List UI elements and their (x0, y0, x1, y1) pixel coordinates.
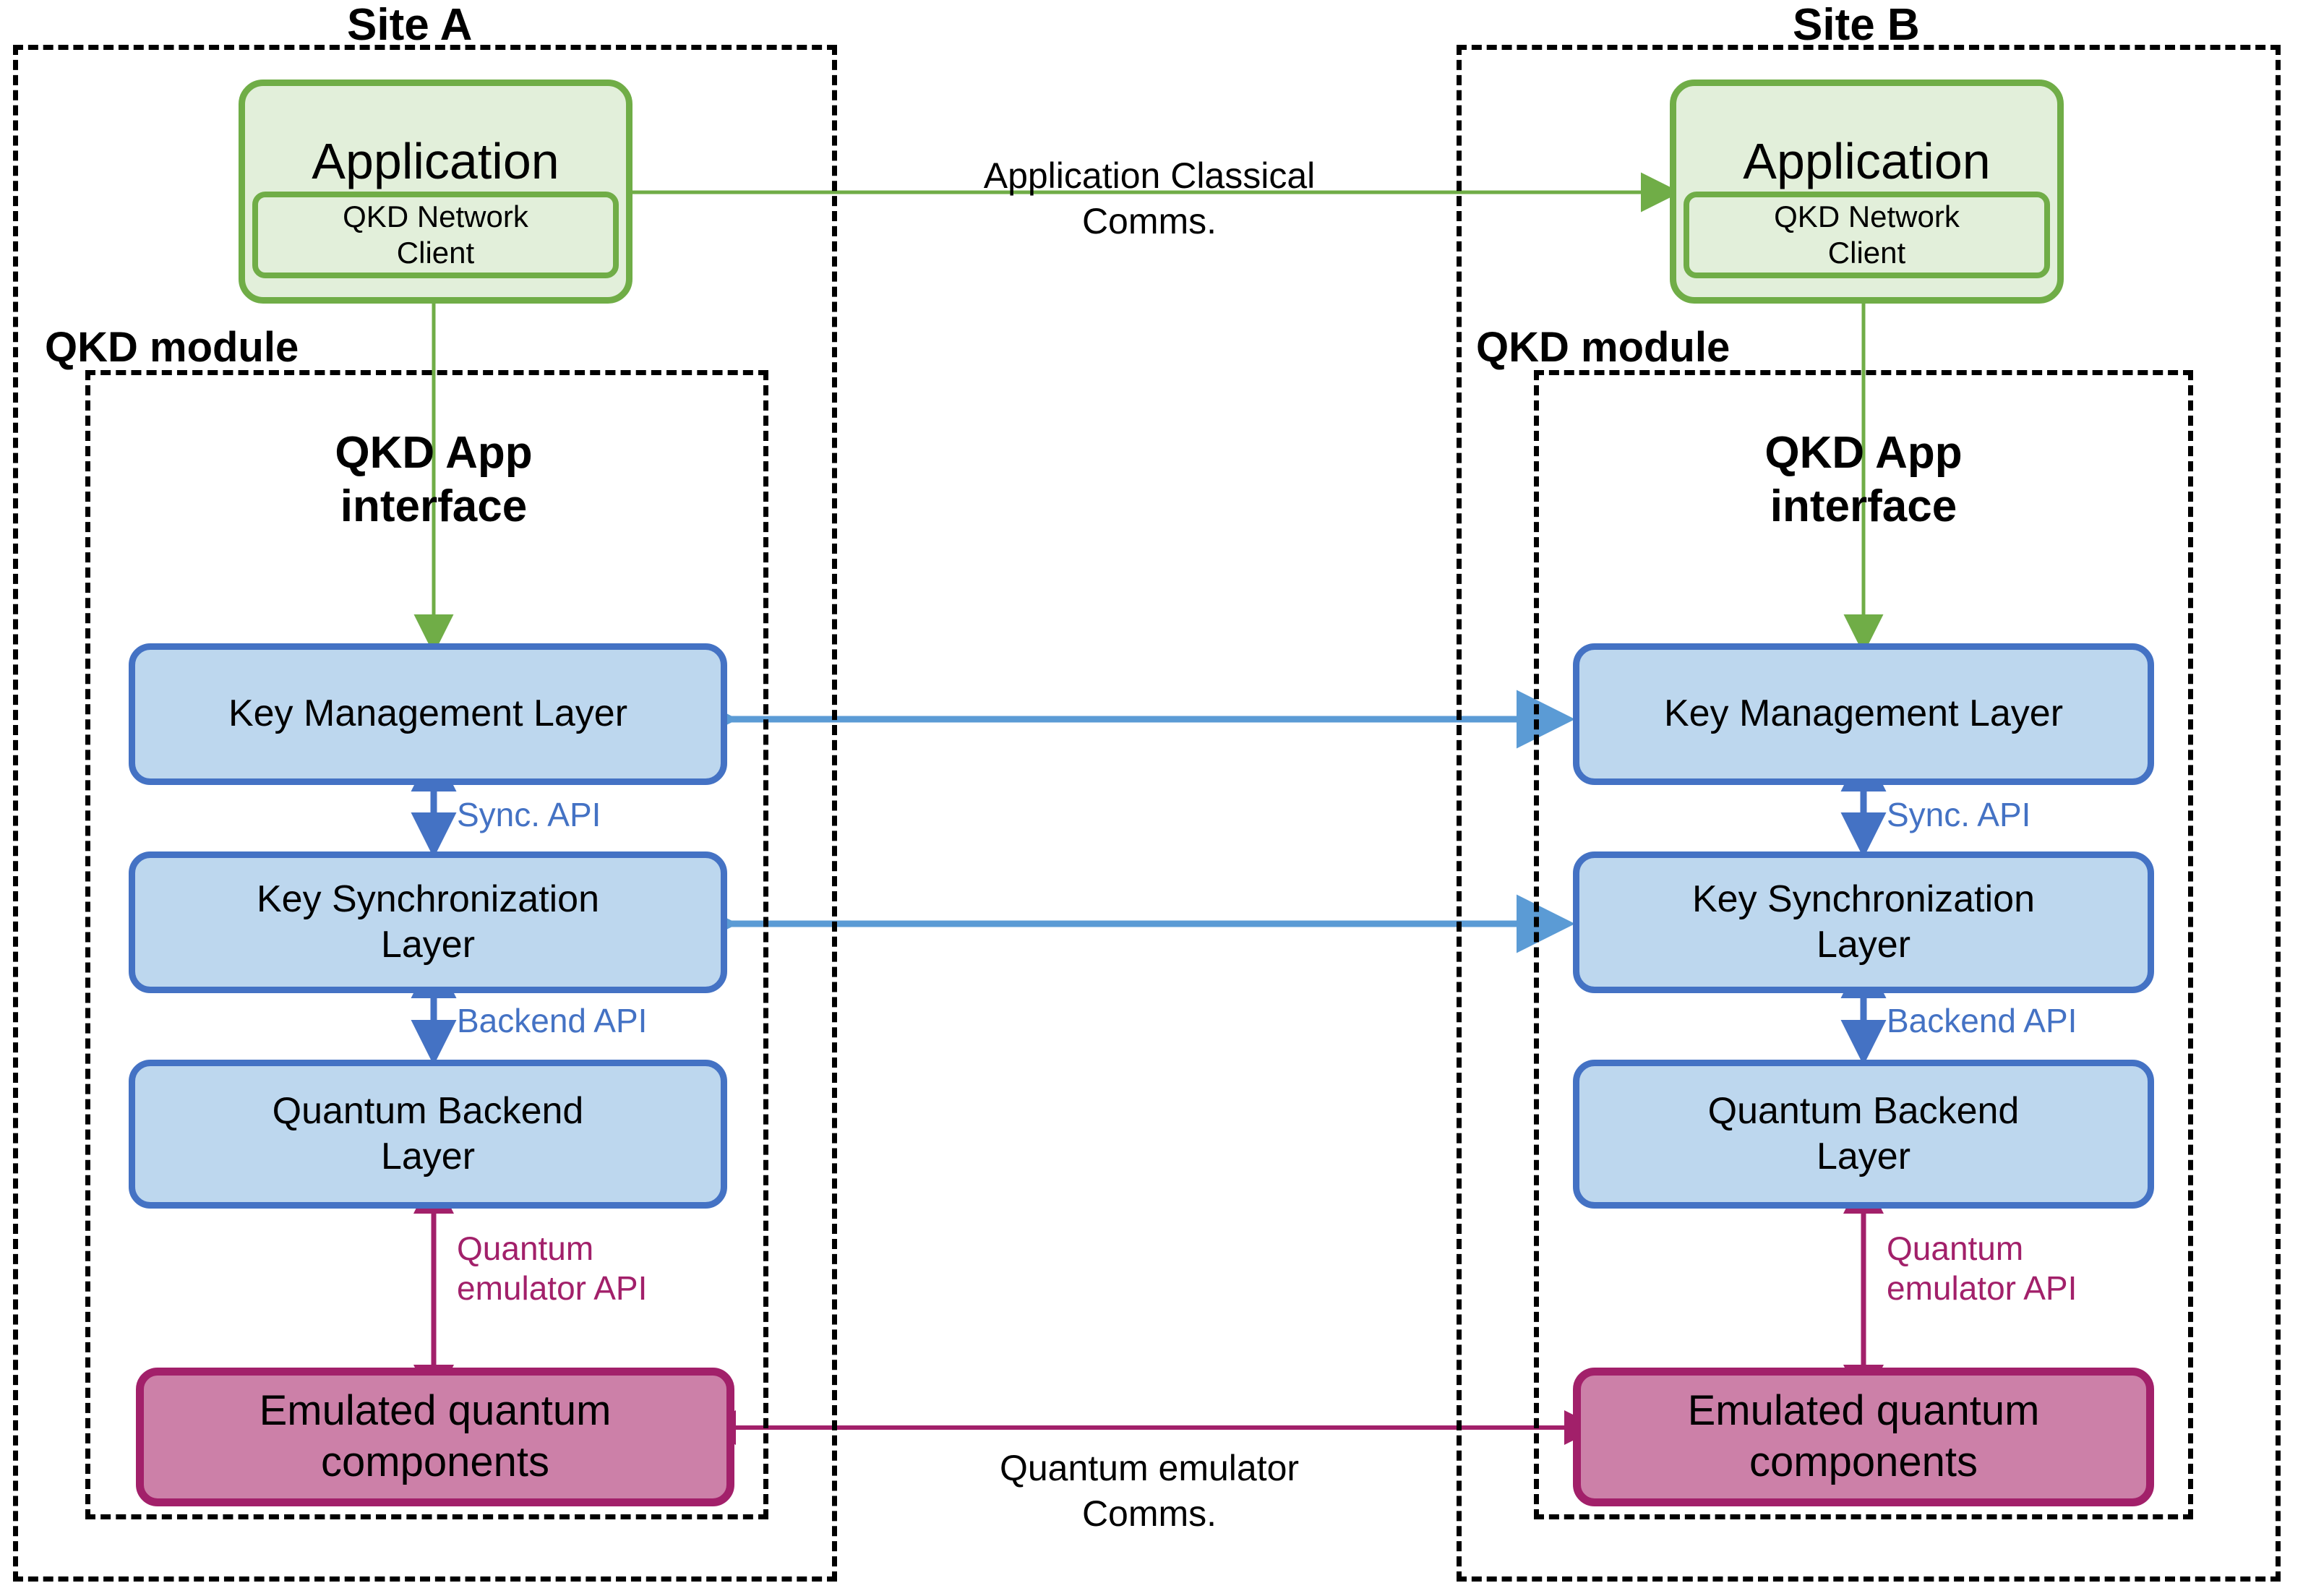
site-b-key-management-layer-label: Key Management Layer (1663, 692, 2064, 735)
site-b-title: Site B (1793, 0, 1920, 50)
site-a-sync-api-label: Sync. API (457, 796, 601, 833)
site-b-qkd-module-boundary (1534, 370, 2193, 1519)
site-b-module-title: QKD module (1476, 324, 1731, 371)
site-b-backend-api-label: Backend API (1887, 1002, 2077, 1039)
site-b-boundary (1457, 45, 2281, 1582)
site-a-key-management-layer-label: Key Management Layer (228, 692, 628, 735)
site-a-module-title: QKD module (45, 324, 299, 371)
site-a-qkd-module-boundary (85, 370, 768, 1519)
site-a-boundary (13, 45, 837, 1582)
site-a-title: Site A (347, 0, 473, 50)
site-b-sync-api-label: Sync. API (1887, 796, 2031, 833)
site-b-key-management-layer[interactable]: Key Management Layer (1573, 643, 2154, 785)
site-a-backend-api-label: Backend API (457, 1002, 648, 1039)
site-a-key-management-layer[interactable]: Key Management Layer (129, 643, 727, 785)
site-b-application-title: Application (1743, 133, 1991, 189)
site-a-application-title: Application (312, 133, 559, 189)
